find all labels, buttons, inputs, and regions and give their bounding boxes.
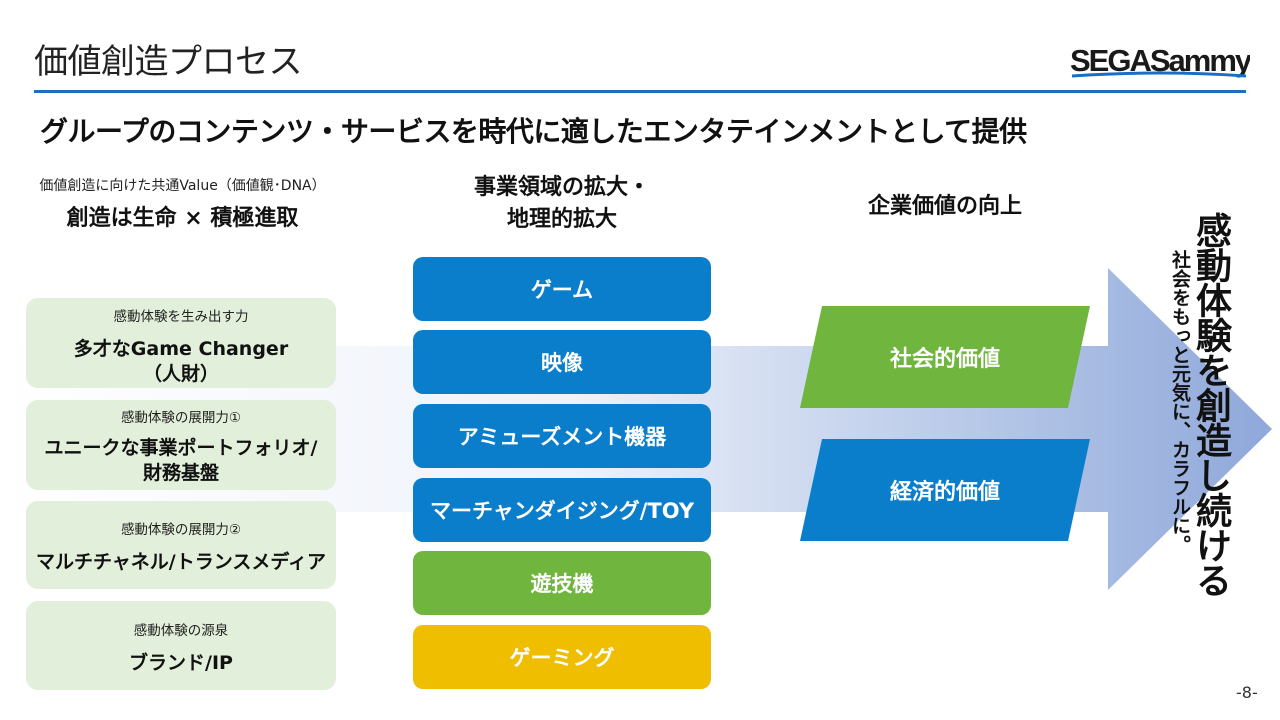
- value-card-main: ブランド/IP: [26, 651, 336, 676]
- value-card-main: マルチチャネル/トランスメディア: [26, 550, 336, 575]
- page-number: -8-: [1236, 683, 1258, 702]
- value-card-main-line: ユニークな事業ポートフォリオ/: [44, 437, 318, 459]
- outcome-main-text: 感動体験を創造し続ける: [1190, 212, 1231, 597]
- business-heading-line2: 地理的拡大: [506, 207, 617, 232]
- business-item-video: 映像: [413, 330, 711, 394]
- company-logo: SEGASammy SEGASammy: [1070, 41, 1250, 81]
- page-title: 価値創造プロセス: [34, 42, 303, 82]
- value-card-main-line: 多才なGame Changer: [73, 338, 289, 360]
- value-card: 感動体験を生み出す力 多才なGame Changer （人財）: [26, 298, 336, 388]
- value-card-main-line: （人財）: [142, 363, 219, 385]
- business-item-merchandising: マーチャンダイジング/TOY: [413, 478, 711, 542]
- page-subtitle: グループのコンテンツ・サービスを時代に適したエンタテインメントとして提供: [40, 115, 1027, 148]
- header-rule: [34, 90, 1246, 93]
- value-small-heading: 価値創造に向けた共通Value（価値観･DNA）: [39, 178, 326, 194]
- social-value-box: 社会的価値: [800, 306, 1090, 408]
- value-card-main: ユニークな事業ポートフォリオ/ 財務基盤: [26, 436, 336, 486]
- outcome-sub-text: 社会をもっと元気に、カラフルに。: [1169, 250, 1191, 554]
- economic-value-box: 経済的価値: [800, 439, 1090, 541]
- business-item-gaming: ゲーミング: [413, 625, 711, 689]
- value-card-small: 感動体験の源泉: [133, 623, 229, 639]
- value-card-main: 多才なGame Changer （人財）: [26, 337, 336, 387]
- value-card-small: 感動体験を生み出す力: [113, 309, 249, 325]
- business-heading-line1: 事業領域の拡大・: [473, 175, 650, 200]
- economic-value-shape: [800, 439, 1090, 541]
- value-card: 感動体験の展開力② マルチチャネル/トランスメディア: [26, 501, 336, 589]
- social-value-shape: [800, 306, 1090, 408]
- business-item-amusement: アミューズメント機器: [413, 404, 711, 468]
- business-heading: 事業領域の拡大・ 地理的拡大: [412, 172, 712, 236]
- business-item-pachislot: 遊技機: [413, 551, 711, 615]
- svg-text:SEGASammy: SEGASammy: [1070, 43, 1250, 78]
- value-card: 感動体験の展開力① ユニークな事業ポートフォリオ/ 財務基盤: [26, 400, 336, 490]
- economic-value-label: 経済的価値: [889, 480, 1000, 505]
- value-card-main-line: ブランド/IP: [129, 652, 233, 674]
- value-card: 感動体験の源泉 ブランド/IP: [26, 601, 336, 690]
- corporate-heading: 企業価値の向上: [867, 194, 1022, 219]
- social-value-label: 社会的価値: [889, 347, 1000, 372]
- value-main-heading: 創造は生命 × 積極進取: [66, 206, 299, 231]
- value-card-small: 感動体験の展開力①: [120, 410, 242, 426]
- business-item-game: ゲーム: [413, 257, 711, 321]
- value-card-small: 感動体験の展開力②: [120, 522, 242, 538]
- value-card-main-line: 財務基盤: [142, 462, 219, 484]
- value-card-main-line: マルチチャネル/トランスメディア: [35, 551, 327, 573]
